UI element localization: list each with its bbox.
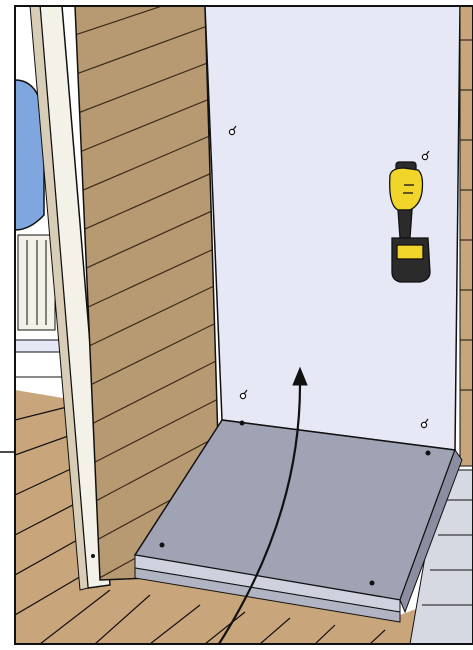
back-panel bbox=[205, 6, 460, 450]
